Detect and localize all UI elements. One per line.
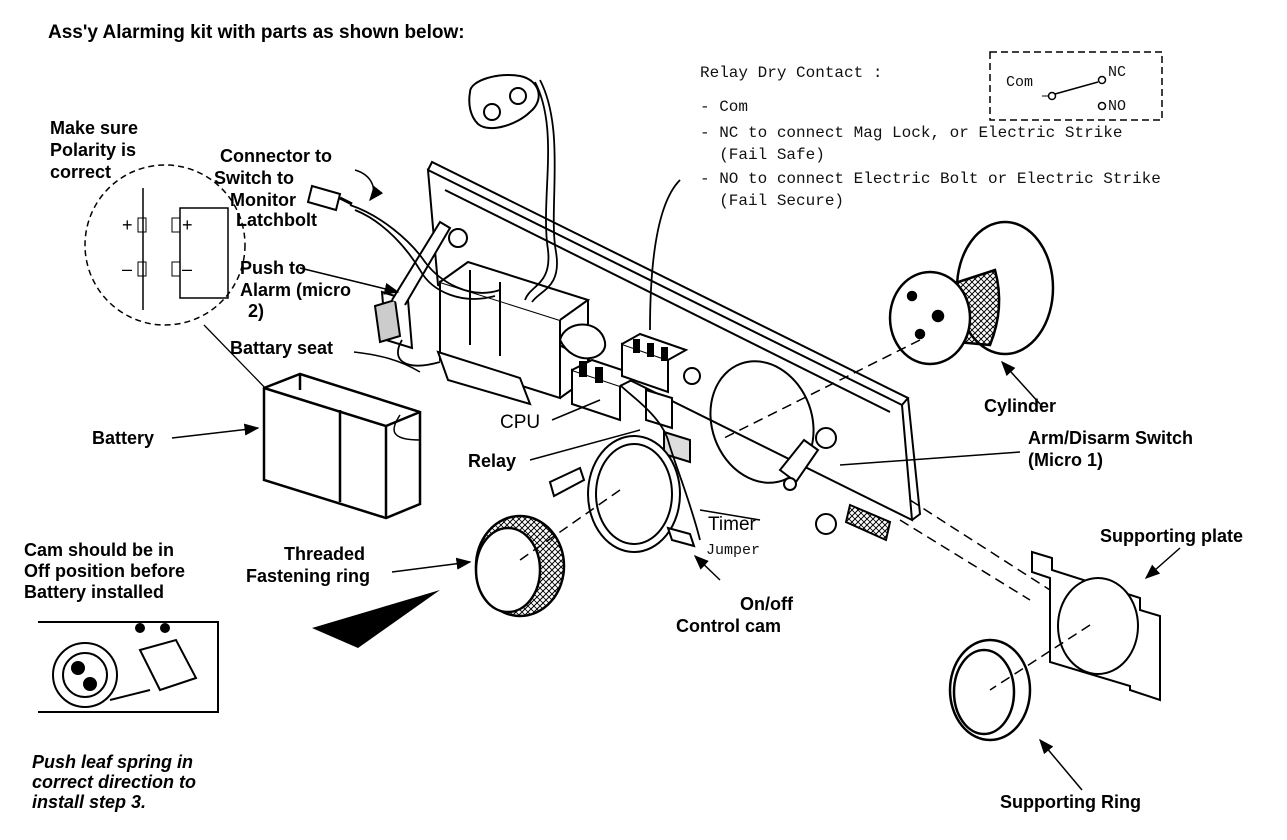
relay-contact-line: - NO to connect Electric Bolt or Electri… xyxy=(700,170,1161,188)
label-control-cam: On/off xyxy=(740,594,793,614)
label-threaded-ring: Fastening ring xyxy=(246,566,371,586)
control-cam xyxy=(548,435,696,553)
schematic-com: Com xyxy=(1006,74,1034,91)
battery-seat xyxy=(436,260,591,406)
label-push-alarm: Alarm (micro xyxy=(240,280,352,300)
label-connector: Switch to xyxy=(214,168,294,188)
page-title: Ass'y Alarming kit with parts as shown b… xyxy=(48,22,465,43)
supporting-plate xyxy=(1031,550,1161,702)
threaded-fastening-ring xyxy=(474,514,566,618)
leaf-spring-note: Push leaf spring in xyxy=(32,752,194,772)
label-cylinder: Cylinder xyxy=(984,396,1057,416)
label-battery: Battery xyxy=(92,428,155,448)
relay-schematic xyxy=(989,51,1163,121)
cam-inset xyxy=(38,621,219,713)
relay-contact-title: Relay Dry Contact : xyxy=(700,64,883,82)
relay-contact-line: (Fail Secure) xyxy=(700,192,845,210)
alignment-lines xyxy=(519,339,1091,691)
schematic-no: NO xyxy=(1108,98,1127,115)
label-jumper: Jumper xyxy=(706,542,761,559)
latchbolt-connector xyxy=(306,184,353,212)
relay-block xyxy=(621,332,691,464)
leaf-spring-note: install step 3. xyxy=(32,792,147,812)
label-arm-switch: Arm/Disarm Switch xyxy=(1028,428,1194,448)
direction-arrow xyxy=(312,590,440,648)
polarity-note: correct xyxy=(50,162,112,182)
polarity-minus: – xyxy=(182,259,193,279)
label-connector: Monitor xyxy=(230,190,296,210)
alarm-microswitch xyxy=(373,220,452,350)
polarity-plus: + xyxy=(122,215,133,235)
polarity-minus: – xyxy=(122,259,133,279)
relay-contact-line: (Fail Safe) xyxy=(700,146,825,164)
label-timer: Timer xyxy=(708,514,756,535)
label-cpu: CPU xyxy=(500,412,541,433)
label-push-alarm: Push to xyxy=(240,258,306,278)
relay-contact-line: - Com xyxy=(700,98,749,116)
cam-note: Cam should be in xyxy=(24,540,175,560)
label-relay: Relay xyxy=(468,451,517,471)
cam-note: Battery installed xyxy=(24,582,165,602)
battery xyxy=(262,372,422,520)
polarity-note: Polarity is xyxy=(50,140,137,160)
label-supporting-plate: Supporting plate xyxy=(1100,526,1243,546)
label-battery-seat: Battary seat xyxy=(230,338,334,358)
battery-snap-connector xyxy=(468,74,540,130)
polarity-detail xyxy=(84,164,273,396)
label-supporting-ring: Supporting Ring xyxy=(1000,792,1141,812)
relay-contact-line: - NC to connect Mag Lock, or Electric St… xyxy=(700,124,1123,142)
label-push-alarm: 2) xyxy=(248,301,265,321)
leader-lines xyxy=(171,169,1181,791)
label-arm-switch: (Micro 1) xyxy=(1028,450,1104,470)
cpu-block xyxy=(558,323,643,422)
polarity-note: Make sure xyxy=(50,118,139,138)
wiring xyxy=(349,79,701,541)
label-threaded-ring: Threaded xyxy=(284,544,366,564)
arm-disarm-switch xyxy=(778,438,820,491)
cylinder xyxy=(888,220,1055,366)
label-control-cam: Control cam xyxy=(676,616,782,636)
schematic-nc: NC xyxy=(1108,64,1127,81)
cam-note: Off position before xyxy=(24,561,185,581)
label-connector: Latchbolt xyxy=(236,210,317,230)
leaf-spring-note: correct direction to xyxy=(32,772,197,792)
label-connector: Connector to xyxy=(220,146,332,166)
polarity-plus: + xyxy=(182,215,193,235)
